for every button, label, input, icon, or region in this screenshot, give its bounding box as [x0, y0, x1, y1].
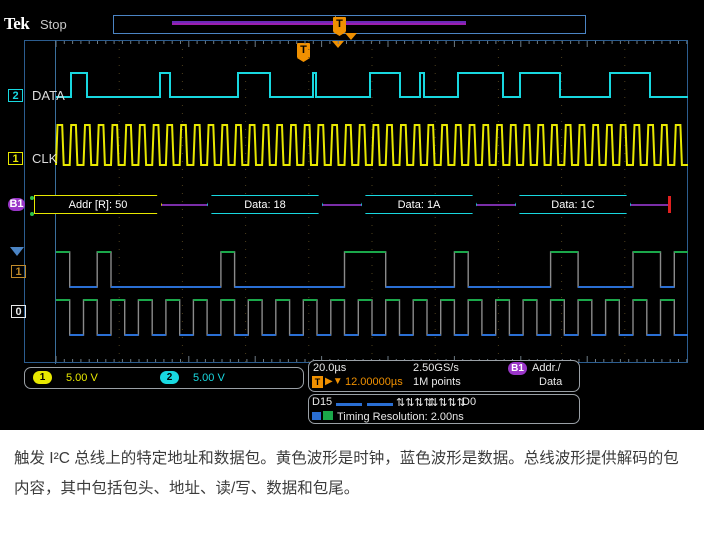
bus-packet-data-3[interactable]: Data: 1C — [515, 195, 631, 214]
run-state-label: Stop — [40, 17, 67, 32]
bus-start-dot-bottom — [30, 212, 34, 216]
overview-bus-trace — [172, 23, 466, 25]
digital-blue-swatch — [312, 412, 321, 420]
digital-marker-d1[interactable]: 1 — [11, 265, 26, 278]
digital-on-group-1: ⇅⇅⇅⇅ — [396, 397, 433, 409]
sample-rate-value: 2.50GS/s — [413, 362, 459, 374]
bus-idle-4 — [625, 204, 669, 206]
bus-idle-1 — [160, 204, 212, 206]
digital-marker-d0[interactable]: 0 — [11, 305, 26, 318]
bus-readout-label-1: Addr./ — [532, 362, 561, 374]
readout-pill-ch2[interactable]: 2 — [160, 371, 179, 384]
readout-value-ch2: 5.00 V — [193, 372, 225, 384]
graticule-trigger-pointer — [332, 41, 344, 48]
digital-off-group-2 — [367, 403, 393, 406]
bus-stop-marker — [668, 196, 671, 213]
figure-caption: 触发 I²C 总线上的特定地址和数据包。黄色波形是时钟，蓝色波形是数据。总线波形… — [0, 430, 704, 554]
digital-off-group-1 — [336, 403, 362, 406]
digital-readout-box — [308, 394, 580, 424]
digital-on-group-2: ⇅⇅⇅⇅ — [429, 397, 466, 409]
digital-waveform-d0[interactable] — [0, 0, 704, 430]
bus-packet-data-2[interactable]: Data: 1A — [361, 195, 477, 214]
trigger-point-marker[interactable]: T — [297, 43, 310, 58]
overview-trigger-marker[interactable]: T — [333, 17, 346, 32]
channel-label-data: DATA — [32, 88, 65, 103]
channel-marker-2[interactable]: 2 — [8, 89, 23, 102]
digital-green-swatch — [323, 411, 333, 420]
horizontal-readout-box — [308, 360, 580, 392]
channel-label-clk: CLK — [32, 151, 58, 166]
channel1-clock-waveform[interactable] — [0, 0, 704, 430]
oscilloscope-screen: Tek Stop T T 2 DATA 1 CLK B1 I2C Addr [R… — [0, 0, 704, 430]
digital-group-pointer — [10, 247, 24, 256]
digital-low-label: D0 — [462, 396, 477, 408]
overview-trigger-pointer — [345, 33, 357, 40]
readout-pill-ch1[interactable]: 1 — [33, 371, 52, 384]
bus-start-dot-top — [30, 196, 34, 200]
readout-bus-badge[interactable]: B1 — [508, 362, 527, 375]
tek-logo: Tek — [4, 14, 30, 33]
readout-value-ch1: 5.00 V — [66, 372, 98, 384]
bus-marker-b1[interactable]: B1 — [8, 198, 25, 211]
bus-packet-data-1[interactable]: Data: 18 — [207, 195, 323, 214]
bus-readout-label-2: Data — [539, 376, 563, 388]
trigger-arrow-glyph: ▶▼ — [325, 376, 343, 387]
record-length-value: 1M points — [413, 376, 461, 388]
bus-idle-3 — [472, 204, 520, 206]
timebase-value: 20.0µs — [313, 362, 347, 374]
bus-packet-address[interactable]: Addr [R]: 50 — [34, 195, 162, 214]
channel2-data-waveform[interactable] — [0, 0, 704, 430]
digital-high-label: D15 — [312, 396, 333, 408]
trigger-position-value: 12.00000µs — [345, 376, 403, 388]
channel-marker-1[interactable]: 1 — [8, 152, 23, 165]
timing-resolution-value: Timing Resolution: 2.00ns — [337, 411, 464, 423]
readout-trigger-icon: T — [312, 376, 323, 388]
digital-waveform-d1[interactable] — [0, 0, 704, 430]
bus-idle-2 — [318, 204, 366, 206]
overview-bus-trace-upper — [172, 21, 466, 23]
